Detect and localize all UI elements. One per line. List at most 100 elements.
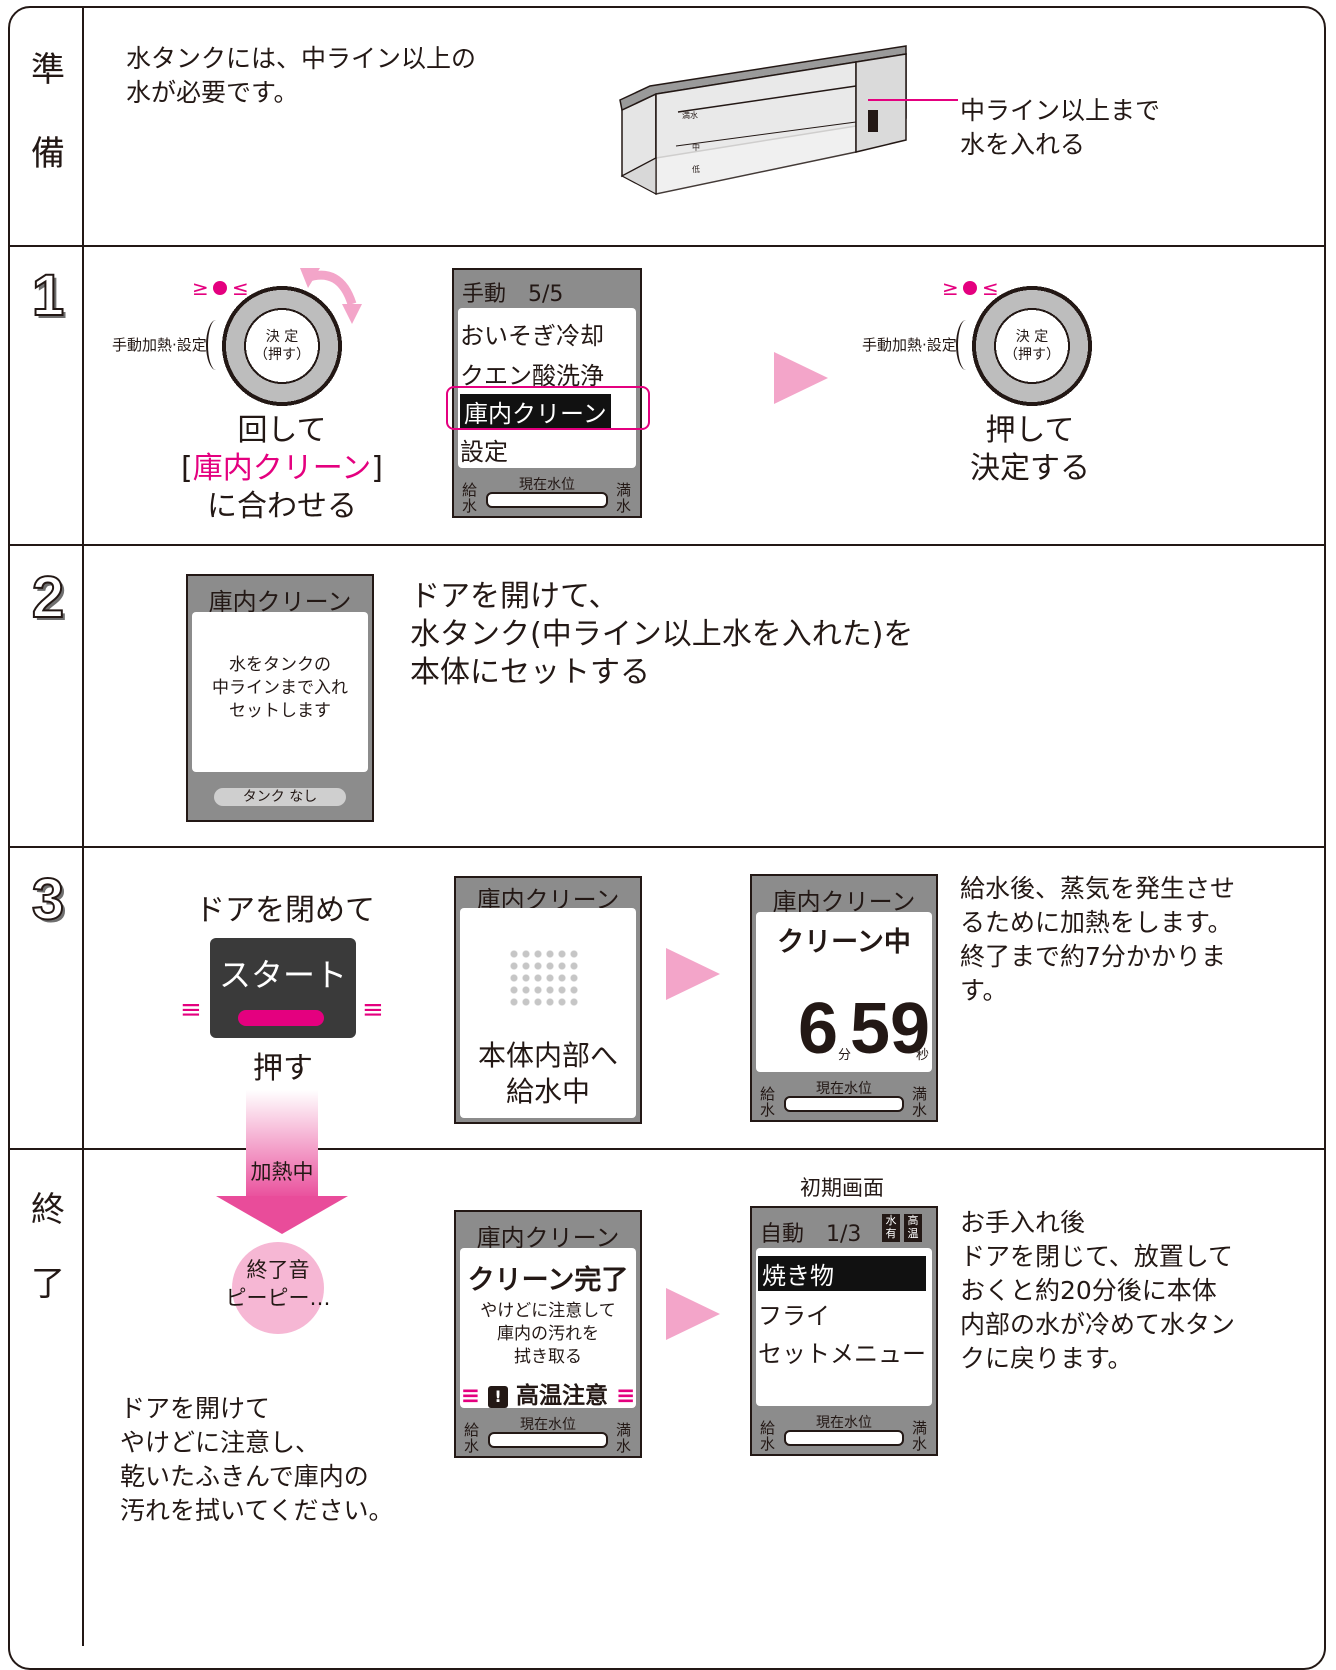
tank-status-pill: タンク なし [214, 788, 346, 806]
indicator-light [213, 281, 227, 295]
select-knob[interactable]: 決 定 （押す） [220, 284, 344, 408]
step-number: 1 [31, 262, 65, 329]
lcd-tank-set: 庫内クリーン 水をタンクの 中ラインまで入れ セットします タンク なし [186, 574, 374, 822]
start-label: スタート [218, 956, 347, 994]
tank-mark-mid: 中 [692, 142, 700, 152]
column-divider [82, 6, 84, 1646]
warning-text: 高温注意 [516, 1383, 608, 1409]
level-label: 現在水位 [816, 1081, 872, 1097]
caption-line: に合わせる [207, 489, 357, 524]
timer-minutes-unit: 分 [838, 1048, 852, 1063]
end-sound: 終了音 ピーピー… [218, 1256, 338, 1312]
menu-item: フライ [758, 1302, 830, 1330]
lcd-header: 庫内クリーン [772, 888, 916, 916]
lcd-initial-screen: 自動 1/3 水有 高温 焼き物 フライ セットメニュー 現在水位 給水 満水 [750, 1206, 938, 1456]
end-bottom-line: 汚れを拭いてください。 [120, 1496, 394, 1525]
lcd-water-supply: 庫内クリーン 本体内部へ 給水中 [454, 876, 642, 1124]
kyu-label: 給水 [462, 481, 478, 515]
end-right-line: おくと約20分後に本体 [960, 1276, 1217, 1305]
warning-icon: ! [487, 1385, 508, 1408]
select-knob-press[interactable]: 決 定 （押す） [970, 284, 1094, 408]
step3-text-line: 終了まで約7分かかりま [960, 942, 1226, 971]
step2-text: ドアを開けて、 水タンク(中ライン以上水を入れた)を 本体にセットする [410, 578, 913, 692]
start-led-strip [238, 1010, 324, 1026]
level-label: 現在水位 [519, 477, 575, 493]
next-arrow-icon [666, 1288, 720, 1340]
end-sound-line: ピーピー… [225, 1286, 331, 1310]
step3-text: 給水後、蒸気を発生させ るために加熱をします。 終了まで約7分かかりま す。 [960, 872, 1235, 1008]
menu-item: セットメニュー [758, 1340, 926, 1368]
knob-side-label: 手動加熱·設定 [862, 336, 957, 354]
lcd-status: クリーン中 [777, 927, 911, 958]
glow-mark: ≤ [232, 276, 249, 300]
water-level-bar: 現在水位 給水 満水 [458, 1412, 638, 1456]
end-bottom-text: ドアを開けて やけどに注意し、 乾いたふきんで庫内の 汚れを拭いてください。 [120, 1392, 394, 1528]
man-label: 満水 [616, 1421, 632, 1455]
menu-name-highlight: 庫内クリーン [192, 451, 372, 486]
bracket: [ [181, 451, 193, 486]
knob-label: （押す） [254, 347, 310, 363]
row-divider [8, 846, 1326, 848]
high-temp-warning: ≡ ! 高温注意 ≡ [456, 1376, 640, 1410]
sound-bubble [232, 1242, 324, 1334]
indicator-light [963, 281, 977, 295]
lcd-message-line: 庫内の汚れを [497, 1324, 599, 1344]
water-badge: 水有 [882, 1214, 900, 1242]
timer-seconds: 59 [850, 989, 931, 1069]
row-divider [8, 544, 1326, 546]
timer-minutes: 6 [798, 989, 839, 1069]
knob-label: 決 定 [265, 329, 299, 345]
man-label: 満水 [616, 481, 632, 515]
lcd-message-line: 本体内部へ [477, 1039, 618, 1072]
end-right-line: お手入れ後 [960, 1208, 1086, 1237]
caption-line: 回して [237, 413, 327, 448]
kyu-label: 給水 [760, 1085, 776, 1119]
rotate-arrow-icon [300, 268, 362, 324]
heating-arrow [246, 1090, 318, 1200]
close-door-text: ドアを閉めて [195, 893, 375, 928]
callout-line-text: 中ライン以上まで [960, 96, 1161, 125]
end-bottom-line: ドアを開けて [120, 1394, 271, 1423]
steam-dots-icon [508, 948, 582, 1008]
lcd-message-line: 中ラインまで入れ [212, 678, 348, 698]
glow-mark: ≡ [362, 995, 384, 1025]
step3-text-line: す。 [960, 976, 1008, 1005]
prep-text-line: 水タンクには、中ライン以上の [126, 44, 477, 73]
lcd-manual-menu: 手動 5/5 おいそぎ冷却 クエン酸洗浄 庫内クリーン 設定 現在水位 給水 満… [452, 268, 642, 518]
row-divider [8, 1148, 1326, 1150]
glow-mark: ≡ [608, 1383, 636, 1409]
callout-line-text: 水を入れる [960, 130, 1086, 159]
menu-item: 設定 [460, 438, 508, 466]
glow-mark: ≤ [982, 276, 999, 300]
end-sound-line: 終了音 [246, 1258, 310, 1282]
push-text: 押す [253, 1051, 313, 1086]
knob-side-label: 手動加熱·設定 [112, 336, 207, 354]
lcd-status: クリーン完了 [467, 1265, 629, 1296]
end-right-line: クに戻ります。 [960, 1344, 1133, 1373]
lcd-message: やけどに注意して 庫内の汚れを 拭き取る [456, 1300, 640, 1369]
end-bottom-line: 乾いたふきんで庫内の [120, 1462, 369, 1491]
lcd-message-line: やけどに注意して [480, 1301, 616, 1321]
lcd-message: 水をタンクの 中ラインまで入れ セットします [188, 654, 372, 723]
glow-mark: ≥ [192, 276, 209, 300]
lcd-header: 自動 1/3 [760, 1222, 862, 1247]
knob-label: 決 定 [1015, 329, 1049, 345]
heating-label: 加熱中 [250, 1160, 314, 1184]
lcd-message-line: 水をタンクの [229, 655, 331, 675]
prep-label-bottom: 備 [31, 134, 65, 174]
step2-text-line: 水タンク(中ライン以上水を入れた)を [410, 617, 914, 652]
prep-text-line: 水が必要です。 [126, 78, 299, 107]
next-arrow-icon [666, 948, 720, 1000]
selection-highlight [446, 386, 650, 430]
glow-mark: ≡ [460, 1383, 488, 1409]
man-label: 満水 [912, 1419, 928, 1453]
level-label: 現在水位 [520, 1417, 576, 1433]
lcd-header: 手動 5/5 [462, 282, 564, 307]
row-divider [8, 245, 1326, 247]
water-tank-illustration: 満水 中 低 [619, 45, 916, 195]
step2-text-line: 本体にセットする [410, 655, 650, 690]
step-number: 3 [31, 866, 65, 933]
level-label: 現在水位 [816, 1415, 872, 1431]
menu-item-selected: 焼き物 [758, 1256, 926, 1291]
end-label-bottom: 了 [31, 1264, 65, 1304]
